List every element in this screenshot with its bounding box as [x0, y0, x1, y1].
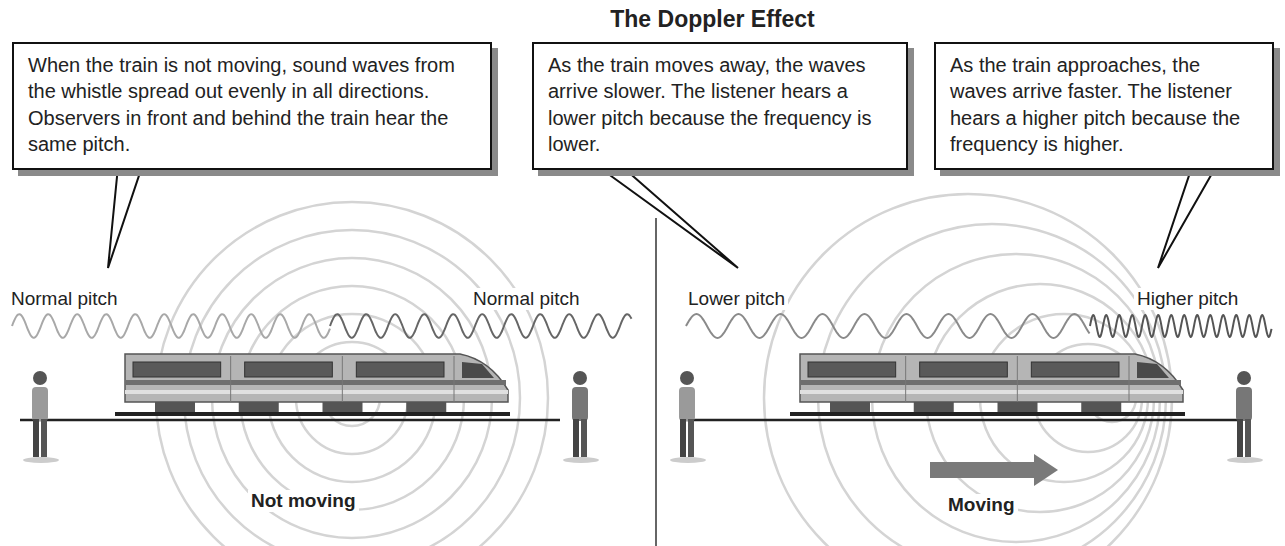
callout-text: As the train moves away, the waves arriv…: [548, 52, 892, 158]
callout-box: As the train approaches, the waves arriv…: [934, 42, 1274, 170]
pitch-label: Normal pitch: [470, 288, 583, 310]
title: The Doppler Effect: [0, 6, 1285, 33]
sound-wave: [330, 314, 632, 338]
callout-box: As the train moves away, the waves arriv…: [532, 42, 908, 170]
listener-figure: [1227, 371, 1263, 463]
sound-wave: [12, 314, 330, 338]
callout-pointer: [1158, 167, 1216, 268]
sound-wave: [1090, 315, 1272, 337]
state-label: Moving: [945, 494, 1018, 516]
callout-box: When the train is not moving, sound wave…: [12, 42, 492, 170]
motion-arrow: [930, 454, 1058, 486]
sound-wave: [686, 314, 1090, 338]
listener-figure: [670, 371, 706, 463]
divider-line: [655, 218, 657, 546]
ground-line: [680, 419, 1240, 422]
train: [115, 354, 510, 416]
callout-pointer: [108, 167, 142, 268]
ground-line: [20, 419, 560, 422]
pitch-label: Normal pitch: [8, 288, 121, 310]
train: [790, 354, 1185, 416]
callout-pointer: [598, 167, 738, 268]
listener-figure: [563, 371, 599, 463]
pitch-label: Higher pitch: [1134, 288, 1241, 310]
callout-text: When the train is not moving, sound wave…: [28, 52, 476, 158]
listener-figure: [23, 371, 59, 463]
state-label: Not moving: [248, 490, 359, 512]
pitch-label: Lower pitch: [685, 288, 788, 310]
wave-ring: [764, 194, 1172, 546]
callout-text: As the train approaches, the waves arriv…: [950, 52, 1258, 158]
